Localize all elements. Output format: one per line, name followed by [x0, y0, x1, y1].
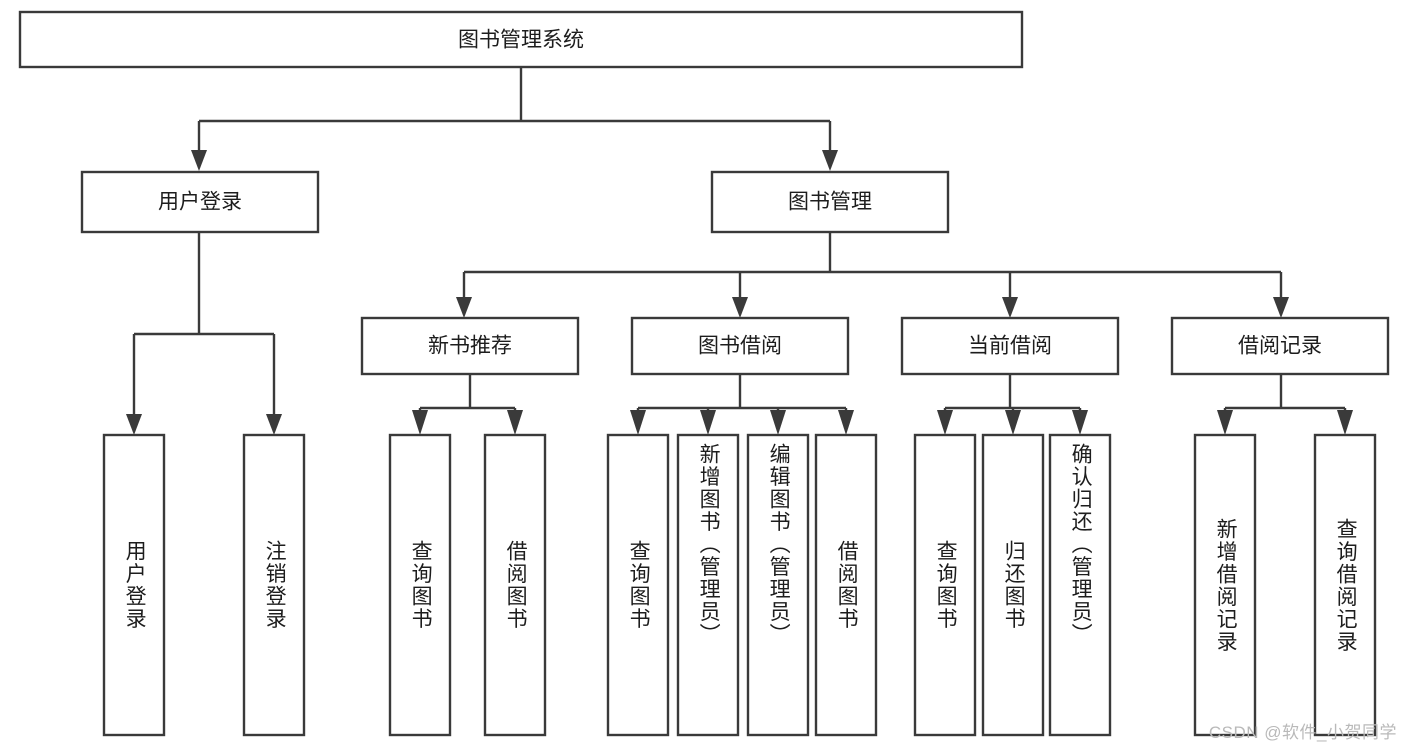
node-user-login[interactable] — [80, 170, 320, 234]
node-book-manage[interactable] — [710, 170, 950, 234]
csdn-watermark: CSDN @软件_小贺同学 — [1208, 723, 1397, 742]
node-leaf-borrow-book-2[interactable] — [814, 433, 878, 737]
arrow-to-leaf-query-book-1 — [412, 410, 428, 435]
arrow-root-to-user-login — [191, 150, 207, 171]
node-leaf-borrow-book-1[interactable] — [483, 433, 547, 737]
node-leaf-add-record[interactable] — [1193, 433, 1257, 737]
arrow-to-leaf-borrow-book-1 — [507, 410, 523, 435]
node-borrow-record[interactable] — [1170, 316, 1390, 376]
node-user-login-label: 用户登录 — [158, 191, 242, 214]
arrow-to-leaf-add-book — [700, 410, 716, 435]
node-new-book-rec-label: 新书推荐 — [428, 335, 512, 358]
node-root[interactable] — [18, 10, 1024, 69]
arrow-to-leaf-logout — [266, 414, 282, 435]
arrow-to-current-borrow — [1002, 297, 1018, 318]
node-leaf-user-login[interactable] — [102, 433, 166, 737]
arrow-to-leaf-query-book-2 — [630, 410, 646, 435]
arrow-to-leaf-confirm-return — [1072, 410, 1088, 435]
arrow-to-leaf-query-book-3 — [937, 410, 953, 435]
node-leaf-query-book-1[interactable] — [388, 433, 452, 737]
node-current-borrow[interactable] — [900, 316, 1120, 376]
arrow-to-leaf-user-login — [126, 414, 142, 435]
node-leaf-query-book-2[interactable] — [606, 433, 670, 737]
node-root-label: 图书管理系统 — [458, 29, 584, 52]
node-new-book-rec[interactable] — [360, 316, 580, 376]
arrow-to-leaf-query-record — [1337, 410, 1353, 435]
node-leaf-logout[interactable] — [242, 433, 306, 737]
node-leaf-add-book[interactable] — [676, 433, 740, 737]
edge-layer — [126, 67, 1353, 435]
node-book-manage-label: 图书管理 — [788, 191, 872, 214]
node-borrow-record-label: 借阅记录 — [1238, 335, 1322, 358]
arrow-to-leaf-return-book — [1005, 410, 1021, 435]
node-book-borrow-label: 图书借阅 — [698, 335, 782, 358]
arrow-to-leaf-edit-book — [770, 410, 786, 435]
node-leaf-return-book[interactable] — [981, 433, 1045, 737]
node-leaf-confirm-return[interactable] — [1048, 433, 1112, 737]
node-current-borrow-label: 当前借阅 — [968, 335, 1052, 358]
arrow-to-new-book-rec — [456, 297, 472, 318]
arrow-to-borrow-record — [1273, 297, 1289, 318]
node-book-borrow[interactable] — [630, 316, 850, 376]
node-layer: 图书管理系统 用户登录 图书管理 新书推荐 图书借阅 当前借阅 借阅记录 — [18, 10, 1390, 737]
node-leaf-query-book-3[interactable] — [913, 433, 977, 737]
arrow-to-leaf-borrow-book-2 — [838, 410, 854, 435]
arrow-root-to-book-manage — [822, 150, 838, 171]
arrow-to-book-borrow — [732, 297, 748, 318]
arrow-to-leaf-add-record — [1217, 410, 1233, 435]
node-leaf-edit-book[interactable] — [746, 433, 810, 737]
node-leaf-query-record[interactable] — [1313, 433, 1377, 737]
